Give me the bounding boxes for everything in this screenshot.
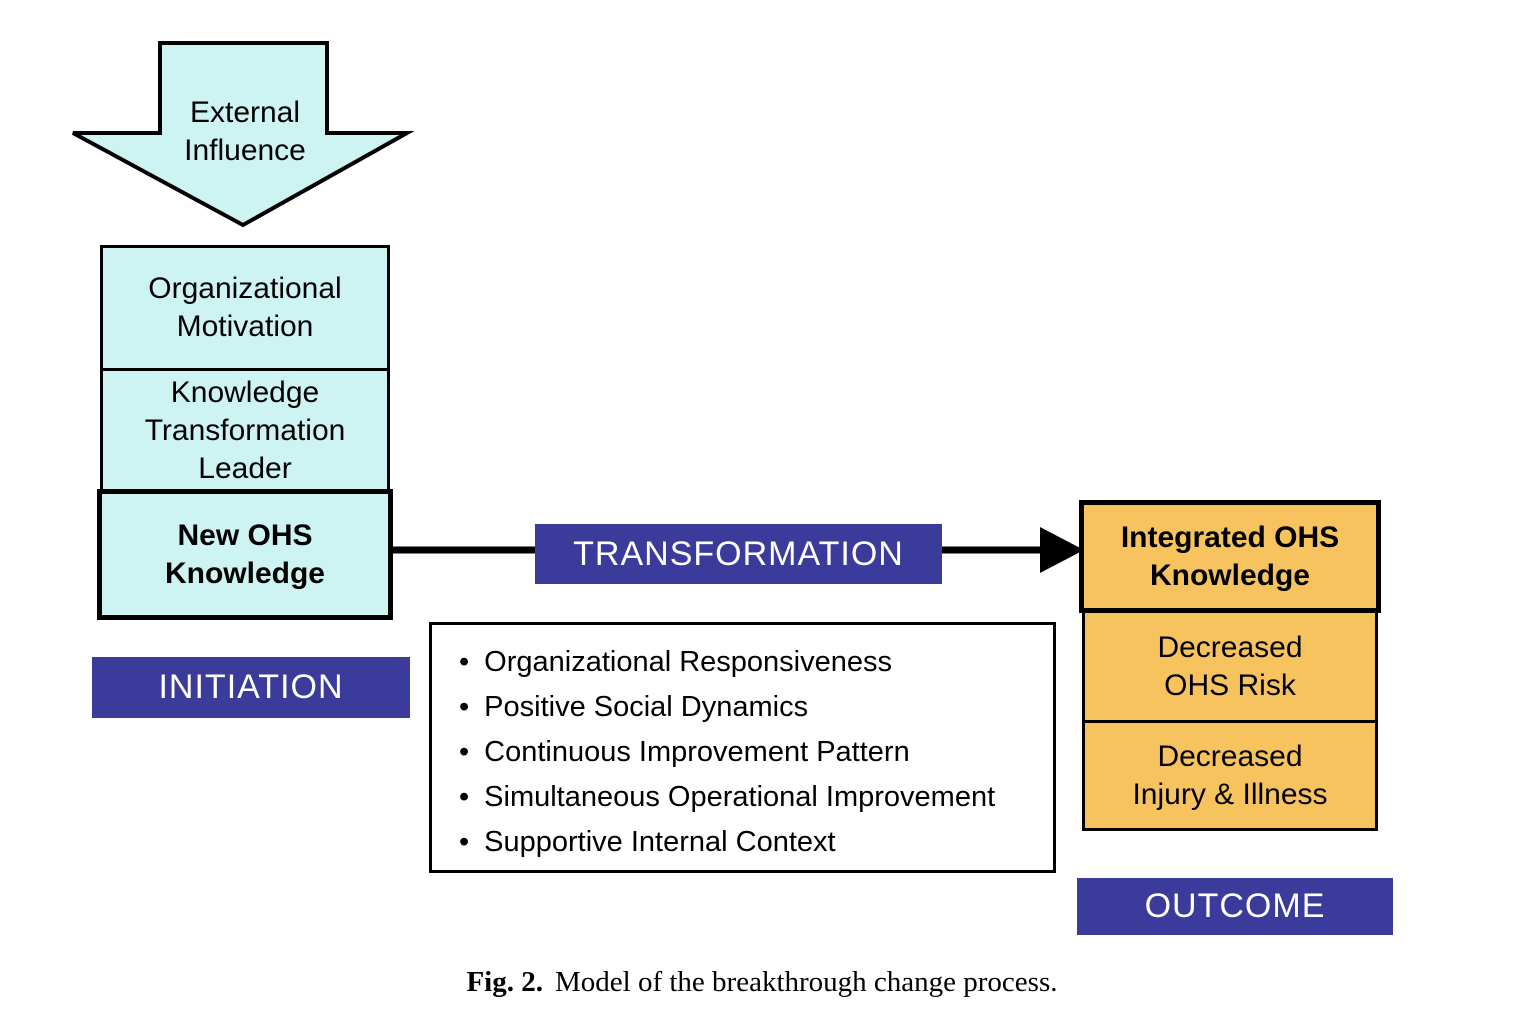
- figure-number: Fig. 2.: [466, 966, 543, 998]
- external-influence-label: External Influence: [120, 94, 370, 170]
- label-line: Injury & Illness: [1132, 777, 1328, 811]
- label-line: New OHS: [177, 518, 313, 552]
- arrow-head: [1040, 527, 1084, 573]
- bullet-icon: •: [459, 826, 470, 858]
- label-line: Knowledge: [164, 556, 325, 590]
- label-line: Motivation: [176, 310, 314, 343]
- factor-label: Organizational Responsiveness: [484, 646, 892, 678]
- label-line: Knowledge: [170, 376, 320, 409]
- outcome-stage-label: OUTCOME: [1077, 878, 1393, 935]
- factor-item: • Supportive Internal Context: [459, 820, 1053, 865]
- external-influence-down-arrow-icon: [72, 41, 414, 228]
- factor-label: Positive Social Dynamics: [484, 691, 809, 723]
- new-ohs-knowledge-box: New OHS Knowledge: [97, 489, 393, 620]
- label-line: Integrated OHS: [1120, 520, 1340, 554]
- bullet-icon: •: [459, 781, 470, 813]
- factor-label: Continuous Improvement Pattern: [484, 736, 910, 768]
- label-line: Transformation: [144, 414, 346, 447]
- transformation-stage-label: TRANSFORMATION: [535, 524, 942, 584]
- label-line: External: [189, 96, 301, 129]
- label-line: Decreased: [1157, 630, 1303, 664]
- integrated-ohs-knowledge-box: Integrated OHS Knowledge: [1079, 500, 1381, 613]
- factor-label: Supportive Internal Context: [484, 826, 836, 858]
- decreased-injury-illness-box: Decreased Injury & Illness: [1082, 720, 1378, 831]
- transformation-factors-box: • Organizational Responsiveness • Positi…: [429, 622, 1056, 873]
- label-line: Influence: [184, 134, 306, 167]
- knowledge-transformation-leader-box: Knowledge Transformation Leader: [100, 368, 390, 494]
- figure-caption: Fig. 2. Model of the breakthrough change …: [212, 966, 1312, 999]
- initiation-stage-label: INITIATION: [92, 657, 410, 718]
- organizational-motivation-box: Organizational Motivation: [100, 245, 390, 371]
- factor-item: • Positive Social Dynamics: [459, 685, 1053, 730]
- factor-item: • Continuous Improvement Pattern: [459, 730, 1053, 775]
- bullet-icon: •: [459, 736, 470, 768]
- caption-text: Model of the breakthrough change process…: [555, 966, 1058, 998]
- factor-item: • Simultaneous Operational Improvement: [459, 775, 1053, 820]
- label-line: OHS Risk: [1164, 668, 1296, 702]
- decreased-ohs-risk-box: Decreased OHS Risk: [1082, 610, 1378, 723]
- bullet-icon: •: [459, 646, 470, 678]
- down-arrow-shape: [72, 41, 414, 228]
- label-line: Organizational: [148, 272, 342, 305]
- label-line: Leader: [198, 452, 292, 485]
- label-line: Knowledge: [1149, 558, 1310, 592]
- factor-label: Simultaneous Operational Improvement: [484, 781, 996, 813]
- bullet-icon: •: [459, 691, 470, 723]
- label-line: Decreased: [1157, 739, 1303, 773]
- factor-item: • Organizational Responsiveness: [459, 640, 1053, 685]
